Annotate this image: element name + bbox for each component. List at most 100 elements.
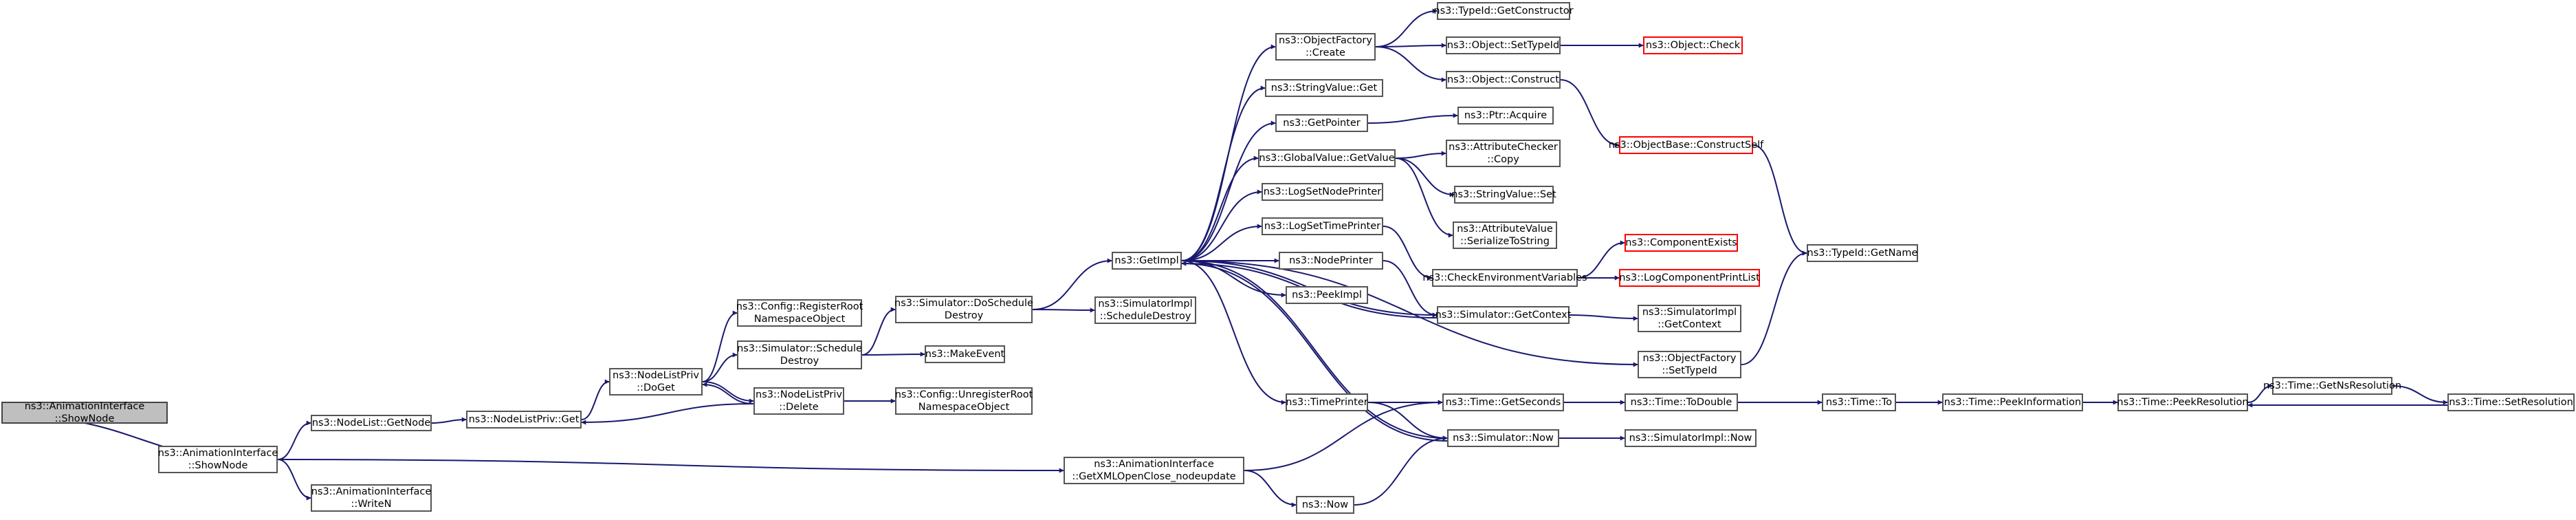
function-node: ns3::AnimationInterface::ShowNode xyxy=(1,401,168,424)
function-node[interactable]: ns3::NodeListPriv::Delete xyxy=(753,387,844,415)
function-node[interactable]: ns3::Time::GetSeconds xyxy=(1442,393,1564,411)
edge-n15-n25 xyxy=(1375,8,1438,47)
function-node-label: ::ScheduleDestroy xyxy=(1099,311,1191,322)
function-node-label: ns3::Time::PeekResolution xyxy=(2117,397,2249,408)
function-node[interactable]: ns3::StringValue::Set xyxy=(1451,186,1556,204)
function-node[interactable]: ns3::CheckEnvironmentVariables xyxy=(1422,269,1587,287)
edge-n34-n44 xyxy=(1741,250,1807,365)
function-node[interactable]: ns3::TimePrinter xyxy=(1286,393,1368,411)
edge-n18-n29 xyxy=(1395,151,1446,159)
edge-n12-n36 xyxy=(1181,260,1448,441)
function-node-label: Destroy xyxy=(944,310,984,321)
function-node-label: ::ShowNode xyxy=(188,460,248,471)
edge-n48-n49 xyxy=(2392,385,2448,405)
function-node[interactable]: ns3::AttributeValue::SerializeToString xyxy=(1453,221,1557,249)
edge-n32-n39 xyxy=(1577,240,1625,279)
function-node[interactable]: ns3::ObjectFactory::Create xyxy=(1275,33,1376,61)
edge-n38-n44 xyxy=(1752,144,1807,256)
function-node[interactable]: ns3::NodePrinter xyxy=(1279,252,1383,270)
edge-n5-n7 xyxy=(702,352,738,382)
function-node-label: ns3::NodeListPriv xyxy=(756,389,842,400)
function-node[interactable]: ns3::SimulatorImpl::Now xyxy=(1625,429,1757,447)
function-node-label: ns3::Time::ToDouble xyxy=(1630,397,1732,408)
function-node[interactable]: ns3::MakeEvent xyxy=(925,345,1005,363)
function-node[interactable]: ns3::TypeId::GetName xyxy=(1807,244,1918,262)
function-node-label: ns3::TimePrinter xyxy=(1286,397,1368,408)
function-node[interactable]: ns3::AnimationInterface::WriteN xyxy=(311,484,432,512)
function-node[interactable]: ns3::GetPointer xyxy=(1275,114,1368,132)
edge-n20-n32 xyxy=(1383,226,1433,281)
function-node[interactable]: ns3::Time::PeekResolution xyxy=(2117,393,2249,411)
edge-n5-n6 xyxy=(702,310,738,382)
function-node[interactable]: ns3::Object::Check xyxy=(1643,36,1743,54)
edge-n5-n8 xyxy=(702,381,754,404)
function-node[interactable]: ns3::Simulator::Now xyxy=(1447,429,1559,447)
function-node[interactable]: ns3::GlobalValue::GetValue xyxy=(1258,149,1396,167)
function-node-label: ns3::Time::GetNsResolution xyxy=(2263,380,2402,391)
function-node[interactable]: ns3::AnimationInterface::GetXMLOpenClose… xyxy=(1064,457,1244,484)
function-node-label: ::Copy xyxy=(1487,154,1519,165)
edge-n15-n26 xyxy=(1375,43,1446,48)
function-node[interactable]: ns3::PeekImpl xyxy=(1286,286,1368,304)
function-node[interactable]: ns3::SimulatorImpl::ScheduleDestroy xyxy=(1094,296,1196,324)
edge-n4-n5 xyxy=(581,379,610,420)
function-node-label: ns3::GetImpl xyxy=(1114,255,1179,266)
function-node[interactable]: ns3::Time::PeekInformation xyxy=(1942,393,2083,411)
function-node[interactable]: ns3::Ptr::Acquire xyxy=(1457,107,1554,124)
function-node[interactable]: ns3::Now xyxy=(1296,496,1354,514)
function-node-label: ns3::TypeId::GetConstructor xyxy=(1433,6,1574,17)
function-node-label: ns3::StringValue::Set xyxy=(1451,189,1556,200)
function-node[interactable]: ns3::Time::ToDouble xyxy=(1625,393,1738,411)
edge-n2-n4 xyxy=(431,417,467,424)
function-node[interactable]: ns3::SimulatorImpl::GetContext xyxy=(1638,305,1741,332)
function-node[interactable]: ns3::NodeList::GetNode xyxy=(311,415,432,431)
edge-n1-n2 xyxy=(277,420,311,460)
function-node[interactable]: ns3::NodeListPriv::Get xyxy=(466,411,582,429)
function-node-label: ns3::AttributeValue xyxy=(1457,224,1553,235)
function-node[interactable]: ns3::LogComponentPrintList xyxy=(1619,269,1760,287)
function-node-label: ::GetXMLOpenClose_nodeupdate xyxy=(1072,471,1236,482)
function-node[interactable]: ns3::AttributeChecker::Copy xyxy=(1446,140,1561,167)
function-node-label: ::SerializeToString xyxy=(1460,236,1550,247)
function-node[interactable]: ns3::ObjectBase::ConstructSelf xyxy=(1609,136,1763,154)
edge-n7-n9 xyxy=(861,307,896,356)
function-node-label: ns3::ObjectBase::ConstructSelf xyxy=(1608,140,1764,151)
function-node[interactable]: ns3::AnimationInterface::ShowNode xyxy=(158,446,278,473)
function-node[interactable]: ns3::NodeListPriv::DoGet xyxy=(609,368,703,396)
edge-n47-n48 xyxy=(2247,383,2273,403)
edge-n9-n12 xyxy=(1032,258,1112,310)
function-node-label: ns3::ComponentExists xyxy=(1625,237,1737,248)
edge-n14-n24 xyxy=(1244,470,1297,508)
function-node[interactable]: ns3::Object::Construct xyxy=(1446,71,1561,89)
function-node[interactable]: ns3::TypeId::GetConstructor xyxy=(1433,2,1574,20)
function-node[interactable]: ns3::Time::SetResolution xyxy=(2447,393,2575,411)
edge-n7-n10 xyxy=(861,351,925,357)
function-node[interactable]: ns3::Time::GetNsResolution xyxy=(2263,377,2401,395)
function-node-label: ns3::MakeEvent xyxy=(925,349,1005,360)
function-node[interactable]: ns3::Simulator::GetContext xyxy=(1435,306,1571,324)
edge-n1-n3 xyxy=(277,459,311,501)
function-node[interactable]: ns3::ComponentExists xyxy=(1625,234,1738,252)
function-node[interactable]: ns3::LogSetTimePrinter xyxy=(1262,217,1383,235)
function-node-label: ns3::Simulator::Now xyxy=(1453,433,1554,444)
function-node[interactable]: ns3::GetImpl xyxy=(1112,252,1182,270)
edge-n12-n34 xyxy=(1181,260,1638,367)
function-node[interactable]: ns3::Object::SetTypeId xyxy=(1446,36,1561,54)
edge-n21-n33 xyxy=(1383,260,1438,318)
function-node-label: ns3::NodePrinter xyxy=(1289,255,1373,266)
function-node[interactable]: ns3::ObjectFactory::SetTypeId xyxy=(1638,351,1741,378)
function-node[interactable]: ns3::Time::To xyxy=(1822,393,1896,411)
function-node-label: ns3::SimulatorImpl xyxy=(1642,307,1737,318)
function-node-label: Destroy xyxy=(780,356,819,367)
function-node[interactable]: ns3::StringValue::Get xyxy=(1265,79,1383,97)
function-node[interactable]: ns3::LogSetNodePrinter xyxy=(1262,183,1383,201)
function-node-label: ns3::NodeListPriv xyxy=(613,370,699,381)
function-node-label: ns3::AnimationInterface xyxy=(24,401,145,412)
edge-n14-n35 xyxy=(1244,400,1443,471)
function-node-label: ns3::SimulatorImpl xyxy=(1098,299,1193,310)
